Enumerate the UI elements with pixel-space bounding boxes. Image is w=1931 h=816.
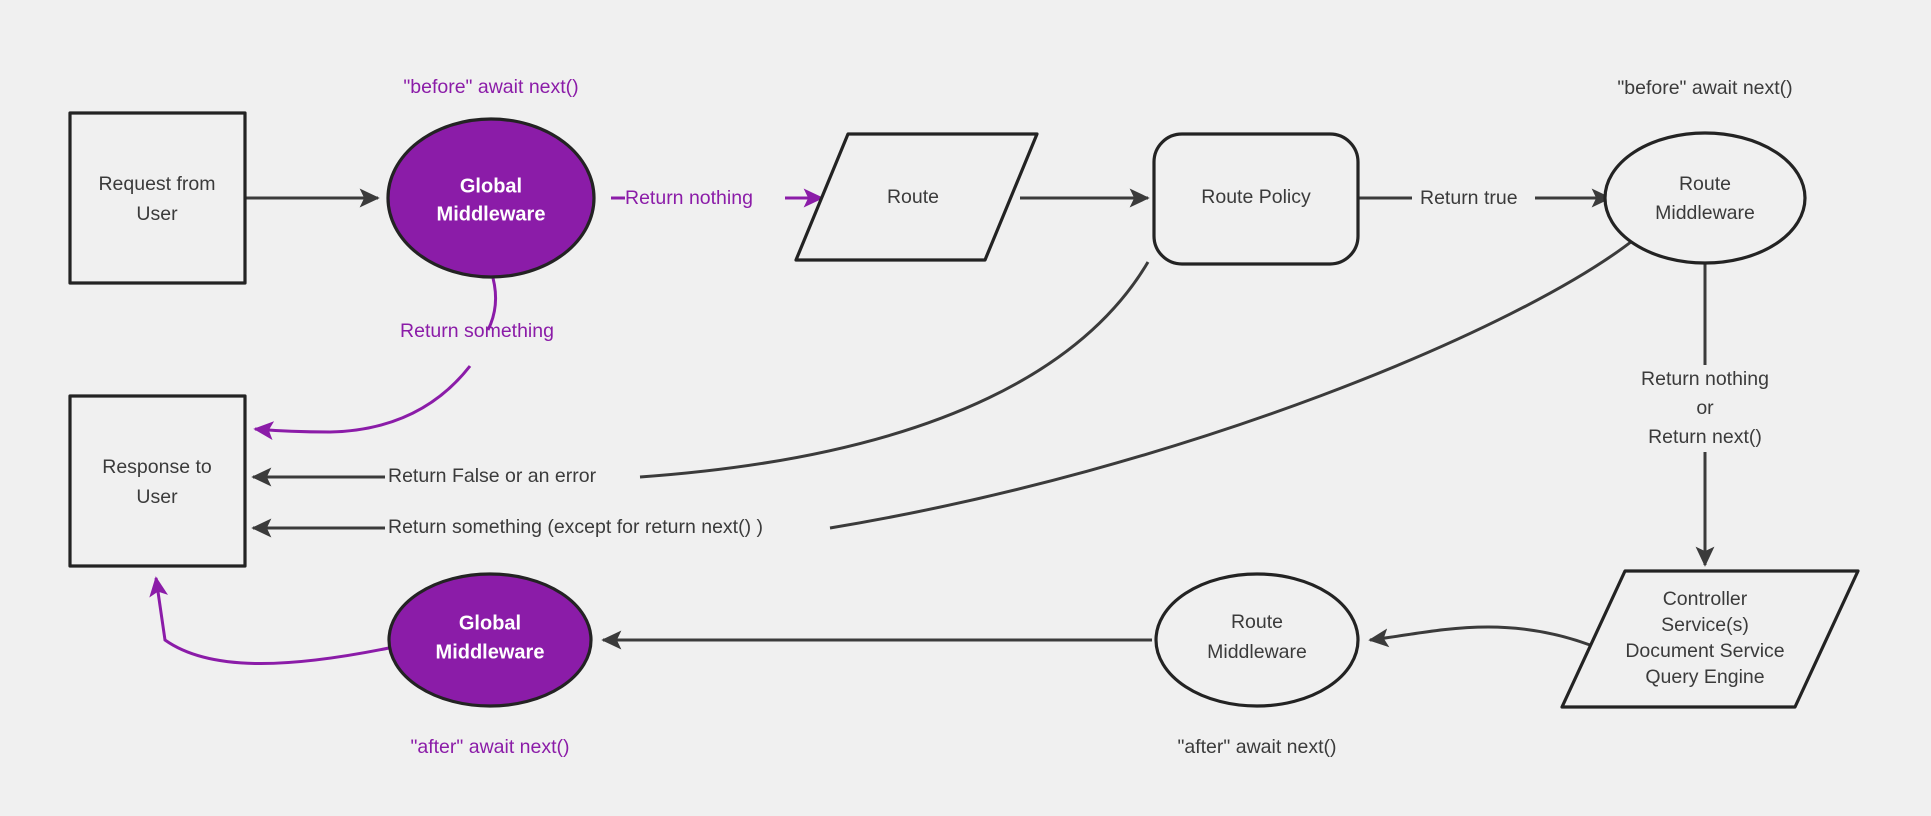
node-request-from-user[interactable] — [68, 111, 247, 285]
edge-label-return-something-except: Return something (except for return next… — [388, 516, 763, 538]
node-response-to-user-line1: Response to — [102, 456, 212, 478]
annotation-after-await-next-global: "after" await next() — [410, 736, 569, 758]
node-response-to-user-line2: User — [136, 486, 178, 508]
edge-label-return-nothing-or-next-line1: Return nothing — [1641, 368, 1769, 390]
node-route-middleware-after-line2: Middleware — [1207, 641, 1307, 663]
node-controller-stack-line3: Document Service — [1625, 640, 1784, 662]
node-route-middleware-after[interactable] — [1154, 572, 1360, 708]
node-controller-stack-line1: Controller — [1663, 588, 1748, 610]
edge-label-return-false-or-error: Return False or an error — [388, 465, 597, 487]
annotation-after-await-next-route: "after" await next() — [1177, 736, 1336, 758]
node-global-middleware-after-line2: Middleware — [436, 641, 545, 663]
annotation-before-await-next-global: "before" await next() — [403, 76, 578, 98]
node-route-label: Route — [887, 186, 939, 208]
edge-controller-to-route-middleware-after — [1368, 625, 1591, 648]
edge-global-middleware-after-to-response — [149, 576, 390, 665]
edge-label-return-nothing-or-next-line2: or — [1696, 397, 1714, 419]
edge-label-return-nothing-or-next-line3: Return next() — [1648, 426, 1762, 448]
edge-global-middleware-to-response — [253, 365, 472, 440]
node-route-middleware-before[interactable] — [1603, 131, 1807, 265]
node-route-middleware-before-line2: Middleware — [1655, 202, 1755, 224]
annotation-before-await-next-route: "before" await next() — [1617, 77, 1792, 99]
node-request-from-user-line1: Request from — [98, 173, 215, 195]
node-global-middleware-before[interactable] — [386, 117, 596, 279]
edge-route-policy-to-response-curve — [639, 261, 1150, 479]
node-route-policy[interactable] — [1152, 132, 1360, 266]
node-route-middleware-after-line1: Route — [1231, 611, 1283, 633]
node-controller-stack-line4: Query Engine — [1645, 666, 1764, 688]
node-route[interactable] — [794, 132, 1039, 262]
edge-route-middleware-to-response-curve — [829, 236, 1637, 530]
node-route-policy-label: Route Policy — [1201, 186, 1311, 208]
node-global-middleware-before-line1: Global — [460, 175, 522, 197]
edge-label-return-nothing: Return nothing — [625, 187, 753, 209]
node-request-from-user-line2: User — [136, 203, 178, 225]
node-controller-stack[interactable] — [1560, 569, 1860, 709]
edge-label-return-true: Return true — [1420, 187, 1518, 209]
node-global-middleware-after-line1: Global — [459, 612, 521, 634]
edge-global-middleware-return-something-stub — [486, 277, 498, 331]
node-controller-stack-line2: Service(s) — [1661, 614, 1749, 636]
node-global-middleware-before-line2: Middleware — [437, 203, 546, 225]
edge-label-return-something: Return something — [400, 320, 554, 342]
node-response-to-user[interactable] — [68, 394, 247, 568]
node-global-middleware-after[interactable] — [387, 572, 593, 708]
node-route-middleware-before-line1: Route — [1679, 173, 1731, 195]
